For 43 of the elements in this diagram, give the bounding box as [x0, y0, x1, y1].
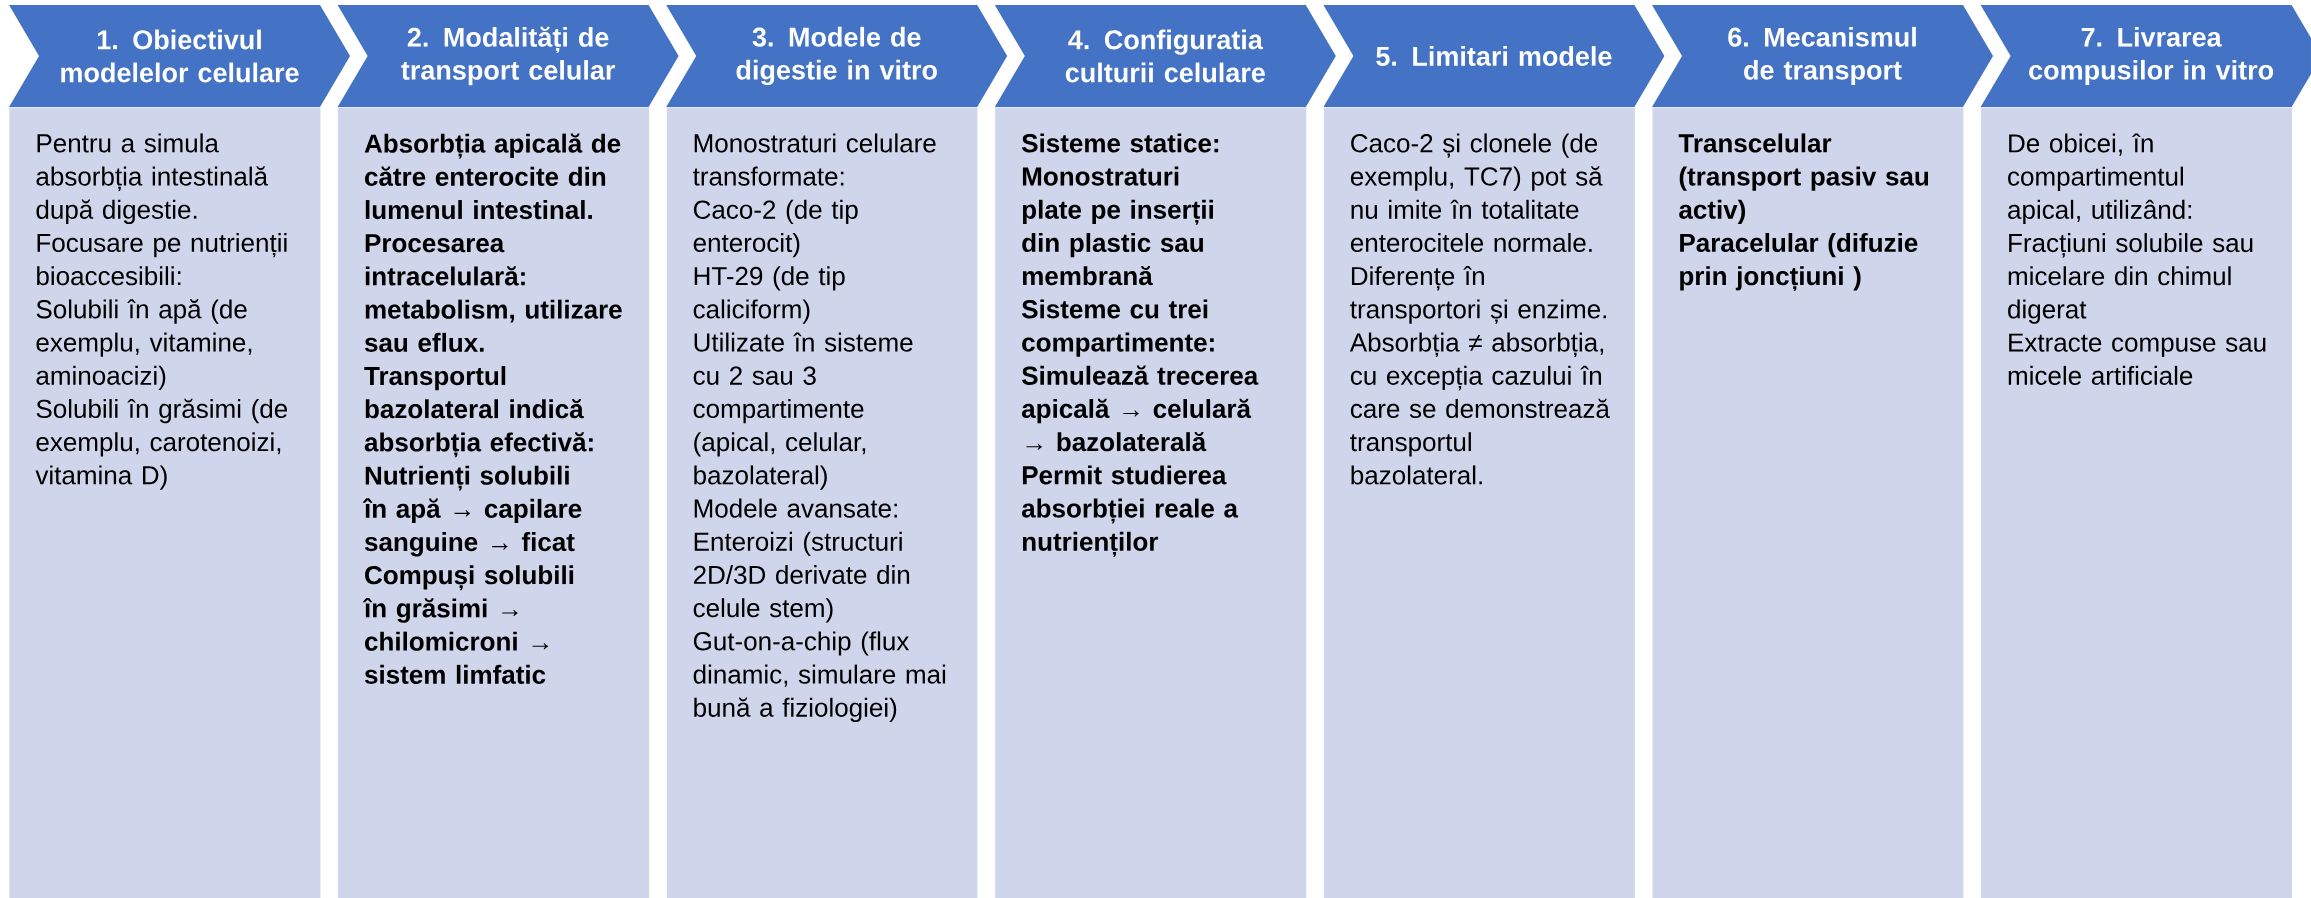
body-text: Paracelular (difuzie prin joncțiuni )	[1680, 233, 1918, 292]
text-panel	[1323, 107, 1635, 898]
body-text: Focusare pe nutrienții bioaccesibili:	[37, 233, 287, 286]
body-text: Absorbția ≠ absorbția, cu excepția cazului în care se demonstrează transportul bazolateral.	[1349, 332, 1610, 485]
body-text: Compuși solubili în grăsimi → chilomicroni → sistem limfatic	[362, 565, 574, 684]
text-panel	[9, 107, 321, 898]
body-text: Procesarea intracelulară: metabolism, utilizare sau eflux.	[364, 234, 622, 352]
body-text: Caco-2 (de tip enterocit)	[693, 199, 858, 258]
body-text: Permit studierea absorbției reale a nutrienților	[1021, 465, 1239, 557]
chevron-header: 7. Livrarea compusilor in vitro	[1980, 5, 2311, 107]
chevron-header: 2. Modalități de transport celular	[337, 5, 679, 107]
body-text: Sisteme cu trei compartimente:	[1021, 299, 1214, 357]
text-panel	[1652, 107, 1964, 898]
body-text: Fracțiuni solubile sau micelare din chimul digerat	[2008, 233, 2253, 324]
body-text: Utilizate în sisteme cu 2 sau 3 compartimente (apical, celular, bazolateral)	[693, 332, 913, 490]
text-panel	[995, 107, 1307, 898]
body-text: Caco-2 și clonele (de exemplu, TC7) pot să nu imite în totalitate enterocitele normale.	[1350, 133, 1603, 253]
body-text: Solubili în apă (de exemplu, vitamine, aminoacizi)	[36, 299, 252, 391]
body-text: Monostraturi plate pe inserții din plastic sau membrană	[1022, 166, 1213, 286]
body-text: Simulează trecerea apicală → celulară → bazolaterală	[1021, 365, 1259, 452]
body-text: Gut-on-a-chip (flux dinamic, simulare mai bună a fiziologiei)	[693, 631, 946, 722]
body-text: Enteroizi (structuri 2D/3D derivate din celule stem)	[693, 531, 910, 623]
body-text: Pentru a simula absorbția intestinală după digestie.	[36, 133, 269, 225]
chevron-header: 5. Limitari modele	[1323, 5, 1665, 107]
text-panel	[666, 107, 978, 898]
body-text: Diferențe în transportori și enzime.	[1350, 266, 1607, 324]
body-text: Absorbția apicală de către enterocite din lumenul intestinal.	[364, 133, 621, 220]
body-text: HT-29 (de tip caliciform)	[693, 266, 845, 324]
chevron-header: 4. Configuratia culturii celulare	[994, 5, 1336, 107]
body-text: Modele avansate:	[694, 498, 897, 518]
chevron-header: 3. Modele de digestie in vitro	[666, 5, 1008, 107]
body-text: Transcelular (transport pasiv sau activ)	[1678, 133, 1929, 225]
body-text: Extracte compuse sau micele artificiale	[2008, 333, 2266, 385]
body-text: Monostraturi celulare transformate:	[693, 133, 936, 186]
body-text: Transportul bazolateral indică absorbția efectivă:	[364, 366, 593, 458]
body-text: Nutrienți solubili în apă → capilare sanguine → ficat	[362, 465, 582, 557]
body-text: Sisteme statice:	[1021, 133, 1219, 153]
chevron-header: 1. Obiectivul modelelor celulare	[9, 5, 350, 107]
chevron-header: 6. Mecanismul de transport	[1652, 5, 1993, 107]
text-panel	[338, 107, 649, 898]
body-text: Solubili în grăsimi (de exemplu, carotenoizi, vitamina D)	[35, 398, 288, 490]
body-text: De obicei, în compartimentul apical, utilizând:	[2008, 133, 2192, 225]
text-panel	[1981, 107, 2292, 898]
